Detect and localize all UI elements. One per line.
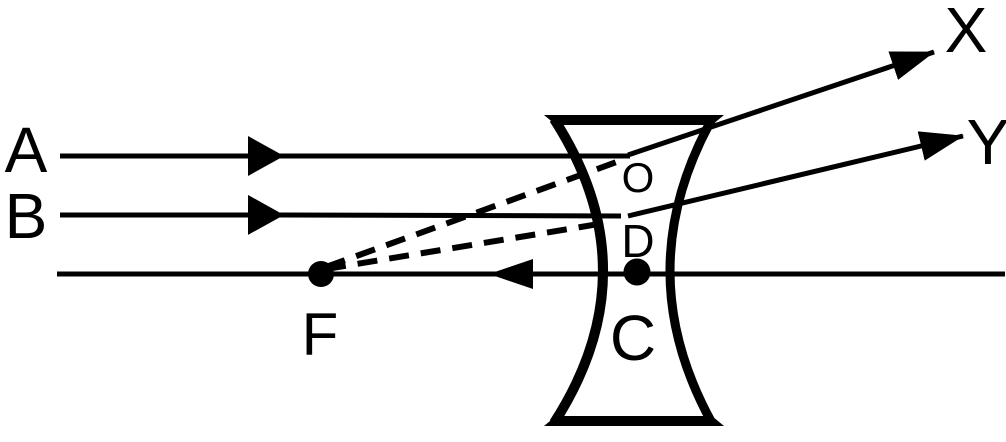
incident-ray-a-label: A — [5, 114, 48, 186]
focal-point-dot — [308, 261, 334, 287]
point-d-label: D — [621, 215, 654, 267]
lens-bottom-edge — [544, 416, 724, 426]
refracted-ray-y-line — [627, 131, 964, 219]
optical-centre-label: C — [610, 302, 656, 374]
axis-left-arrowhead-icon — [489, 259, 533, 289]
lens-right-concave-surface — [665, 116, 716, 426]
incident-ray-b-label: B — [5, 180, 48, 252]
lens-left-concave-surface — [549, 116, 608, 426]
refracted-ray-y-label: Y — [967, 106, 1006, 178]
optical-centre-dot — [623, 258, 651, 286]
refracted-ray-x-label: X — [945, 0, 988, 66]
dashed-extension-x-to-f-line — [324, 156, 627, 270]
point-o-label: O — [622, 154, 655, 201]
dashed-extension-y-to-f-line — [325, 220, 606, 272]
focal-point-label: F — [302, 301, 339, 368]
concave-lens-body — [544, 115, 724, 426]
lens-top-edge — [544, 115, 724, 125]
refracted-ray-x-line — [627, 49, 935, 158]
incident-ray-b-line — [60, 194, 622, 235]
